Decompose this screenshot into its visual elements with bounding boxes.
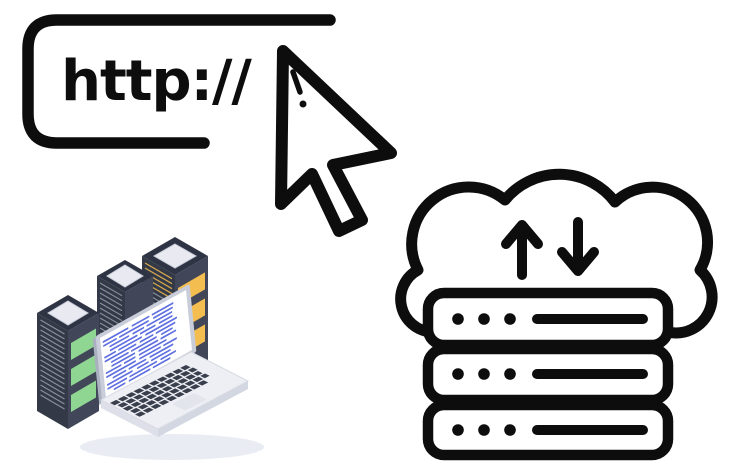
led-dot — [452, 424, 464, 436]
cursor-body — [275, 45, 397, 237]
cursor-shine-dot — [299, 100, 307, 108]
screen-code-lines — [102, 296, 189, 391]
led-dot — [478, 368, 490, 380]
laptop-screen-side-edge — [92, 336, 104, 405]
drive-bar — [532, 314, 648, 324]
ground-shadow — [80, 434, 264, 460]
keyboard-keys — [109, 364, 210, 417]
led-dot — [478, 424, 490, 436]
server-unit — [422, 287, 674, 351]
server-unit — [422, 399, 674, 461]
laptop-base-front-left — [101, 400, 158, 437]
download-arrow-icon — [557, 217, 599, 276]
server-rack-icon — [422, 287, 674, 461]
server-unit — [422, 343, 674, 406]
led-dot — [478, 313, 490, 325]
upload-arrow-icon — [501, 220, 543, 280]
led-dot — [504, 424, 516, 436]
tower-stripes-green — [71, 328, 96, 412]
address-bar-outline — [22, 14, 336, 149]
drive-bar — [532, 369, 648, 379]
cursor-icon — [275, 45, 397, 237]
protocol-text: http:// — [61, 49, 252, 114]
tower-top-panel — [106, 264, 144, 288]
tower-top-panel — [152, 243, 198, 269]
tower-vents-accent — [144, 262, 173, 300]
server-tower-left — [37, 295, 99, 429]
tower-vents — [40, 319, 65, 410]
led-dot — [452, 368, 464, 380]
laptop-base-front-right — [158, 381, 248, 437]
tower-top-panel — [47, 300, 89, 326]
address-bar: http:// — [22, 14, 336, 149]
led-dot — [452, 313, 464, 325]
cursor-shine-line — [290, 69, 303, 95]
drive-bar — [532, 425, 648, 435]
laptop — [92, 284, 250, 437]
data-center-illustration — [37, 237, 264, 460]
led-dot — [504, 368, 516, 380]
touchpad — [172, 393, 207, 411]
led-dot — [504, 313, 516, 325]
